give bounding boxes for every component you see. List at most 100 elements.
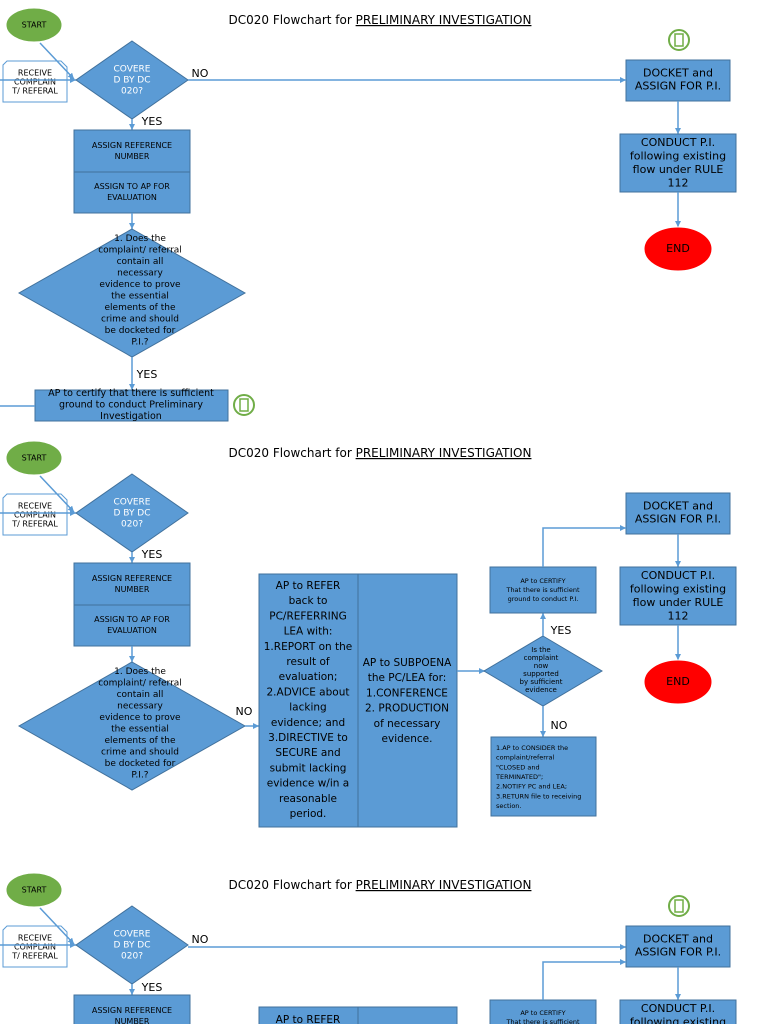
refer-label-line: reasonable — [279, 793, 337, 805]
start-to-decision-connector — [39, 475, 75, 513]
assign-reference-label-line: NUMBER — [115, 1017, 150, 1024]
end-terminal — [643, 659, 713, 705]
start-label: START — [22, 454, 47, 463]
page-title-prefix: DC020 Flowchart for — [229, 878, 356, 892]
panel-1: DC020 Flowchart for PRELIMINARY INVESTIG… — [0, 7, 737, 422]
evidence-question-label-line: P.I.? — [131, 337, 148, 347]
refer-label-line: evidence; and — [271, 717, 345, 729]
covered-label-line: D BY DC — [113, 509, 150, 519]
consider-label-line: 1.AP to CONSIDER the — [496, 744, 568, 752]
certify-box — [489, 566, 597, 614]
page-title: DC020 Flowchart for PRELIMINARY INVESTIG… — [229, 446, 532, 460]
consider-label-line: 2.NOTIFY PC and LEA; — [496, 783, 567, 791]
conduct-label-line: CONDUCT P.I. — [641, 1002, 715, 1015]
docket-box — [625, 492, 731, 535]
consider-label-line: complaint/referral — [496, 754, 554, 762]
covered-label-line: D BY DC — [113, 76, 150, 86]
assign-reference-label-line: ASSIGN REFERENCE — [92, 574, 172, 583]
assign-ap-label-line: ASSIGN TO AP FOR — [94, 182, 170, 191]
assign-reference-box — [73, 129, 191, 173]
assign-reference-label-line: NUMBER — [115, 585, 150, 594]
conduct-label-line: CONDUCT P.I. — [641, 569, 715, 582]
receive-label-line: RECEIVE — [18, 502, 52, 511]
start-label: START — [22, 21, 47, 30]
receive-label-line: COMPLAIN — [14, 943, 56, 952]
sufficient-evidence-label-line: complaint — [524, 654, 559, 662]
panel-3: DC020 Flowchart for PRELIMINARY INVESTIG… — [0, 872, 737, 1024]
certify-label-line: That there is sufficient — [505, 1018, 579, 1024]
off-page-connector-icon — [233, 394, 255, 416]
refer-label-line: 2.ADVICE about — [267, 686, 350, 698]
start-terminal — [5, 7, 63, 43]
certify-label: AP to certify that there is sufficientgr… — [48, 388, 214, 422]
covered-label-line: COVERE — [114, 498, 151, 508]
conduct-label-line: following existing — [630, 1015, 726, 1024]
page-title: DC020 Flowchart for PRELIMINARY INVESTIG… — [229, 13, 532, 27]
assign-ap-label-line: EVALUATION — [107, 626, 157, 635]
yes-label: YES — [136, 368, 158, 381]
docket-box — [625, 59, 731, 102]
certify-label-line: ground to conduct Preliminary — [59, 400, 203, 411]
docket-label-line: DOCKET and — [643, 500, 713, 513]
yes-label: YES — [141, 981, 163, 994]
covered-label-line: COVERE — [114, 930, 151, 940]
sufficient-evidence-label-line: evidence — [525, 686, 557, 694]
subpoena-label-line: 2. PRODUCTION — [365, 703, 449, 715]
sufficient-evidence-label-line: Is the — [531, 646, 550, 654]
consider-label: 1.AP to CONSIDER thecomplaint/referral"C… — [495, 744, 581, 810]
evidence-question-label-line: complaint/ referral — [98, 678, 182, 688]
receive-document — [2, 925, 68, 968]
conduct-label-line: CONDUCT P.I. — [641, 136, 715, 149]
evidence-question-label-line: necessary — [117, 701, 163, 711]
connector-glyph — [239, 398, 249, 412]
evidence-question-label-line: crime and should — [101, 747, 179, 757]
refer-label-line: evidence w/in a — [267, 778, 349, 790]
off-page-connector-icon — [668, 29, 690, 51]
no-label: NO — [192, 67, 209, 80]
docket-label-line: ASSIGN FOR P.I. — [635, 946, 721, 959]
certify-label-line: AP to CERTIFY — [520, 1009, 565, 1017]
refer-label-line: evaluation; — [279, 671, 338, 683]
connector-ring — [233, 394, 255, 416]
start-terminal — [5, 440, 63, 476]
conduct-label-line: following existing — [630, 582, 726, 595]
conduct-box — [619, 999, 737, 1024]
page-title-emphasis: PRELIMINARY INVESTIGATION — [356, 13, 532, 27]
conduct-box — [619, 133, 737, 193]
conduct-box — [619, 566, 737, 626]
start-label: START — [22, 886, 47, 895]
consider-label-line: section. — [496, 802, 521, 810]
evidence-question-label-line: contain all — [117, 257, 164, 267]
certify-label-line: That there is sufficient — [505, 586, 579, 594]
page-title: DC020 Flowchart for PRELIMINARY INVESTIG… — [229, 878, 532, 892]
off-page-connector-icon — [668, 895, 690, 917]
evidence-question-label-line: evidence to prove — [99, 280, 181, 290]
page-title-emphasis: PRELIMINARY INVESTIGATION — [356, 446, 532, 460]
refer-label-line: LEA with: — [284, 626, 333, 638]
receive-label-line: T/ REFERAL — [11, 952, 58, 961]
subpoena-label-line: the PC/LEA for: — [368, 672, 447, 684]
subpoena-label-line: of necessary — [374, 718, 441, 730]
conduct-label-line: flow under RULE — [633, 163, 724, 176]
evidence-question-label-line: P.I.? — [131, 770, 148, 780]
receive-label-line: COMPLAIN — [14, 78, 56, 87]
assign-reference-label: ASSIGN REFERENCE NUMBER — [92, 574, 172, 594]
